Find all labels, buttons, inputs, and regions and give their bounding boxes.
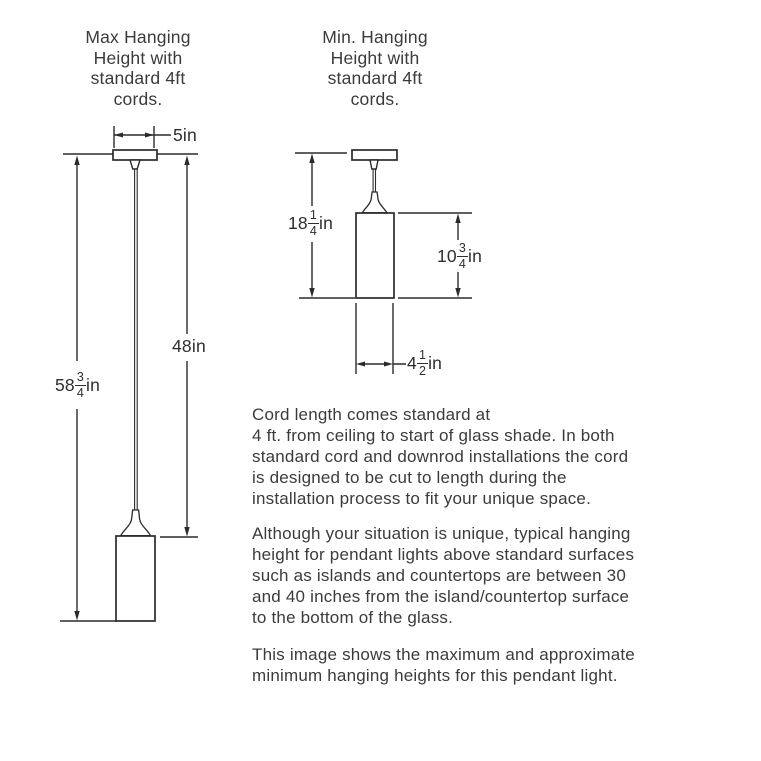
arrow-left [356,361,365,367]
dim-numerator: 3 [457,241,468,257]
glass-width-dimension [355,303,406,374]
min-pendant-diagram [295,149,472,374]
arrow-right [145,132,154,138]
cord-grip [369,159,379,170]
dim-numerator: 1 [417,348,428,364]
note-cord-length: Cord length comes standard at 4 ft. from… [252,405,629,508]
glass-height-dimension [455,213,461,298]
socket [361,191,388,214]
dim-denominator: 4 [309,223,318,238]
cord-grip [129,159,141,170]
dim-unit: in [428,352,443,373]
glass-shade [115,535,156,622]
note-image-summary: This image shows the maximum and approxi… [252,645,635,685]
arrow-up [74,155,80,165]
dim-unit: in [86,374,101,395]
dim-denominator: 4 [76,385,85,400]
cord-length-dimension [184,155,190,537]
arrow-right [384,361,393,367]
arrow-up [309,153,315,163]
cord [134,169,138,511]
dim-text: 48in [172,336,206,356]
dim-text: 5in [173,125,197,145]
dim-whole: 18 [288,212,308,233]
canopy-width-dimension [113,126,171,148]
ceiling-canopy [112,149,158,161]
ceiling-canopy [351,149,398,161]
canopy-width-label: 5in [173,125,197,146]
arrow-down [74,611,80,621]
dim-unit: in [468,245,483,266]
dim-whole: 58 [55,374,75,395]
dim-numerator: 3 [75,370,86,386]
dim-whole: 4 [407,352,417,373]
min-total-height-dimension [309,153,315,298]
min-diagram-title: Min. Hanging Height with standard 4ft co… [322,27,428,109]
max-total-height-dimension [74,155,80,621]
arrow-down [184,527,190,537]
dim-numerator: 1 [308,208,319,224]
dim-unit: in [319,212,334,233]
note-typical-height: Although your situation is unique, typic… [252,524,635,627]
arrow-down [455,288,461,298]
max-diagram-title: Max Hanging Height with standard 4ft cor… [85,27,191,109]
arrow-down [309,288,315,298]
dim-denominator: 4 [458,256,467,271]
cord [372,169,377,193]
max-pendant-diagram [60,126,198,622]
arrow-up [455,213,461,223]
socket [119,509,152,537]
dim-whole: 10 [437,245,457,266]
arrow-up [184,155,190,165]
glass-shade [355,212,395,299]
dim-denominator: 2 [418,363,427,378]
cord-length-label: 48in [172,336,206,357]
arrow-left [114,132,123,138]
